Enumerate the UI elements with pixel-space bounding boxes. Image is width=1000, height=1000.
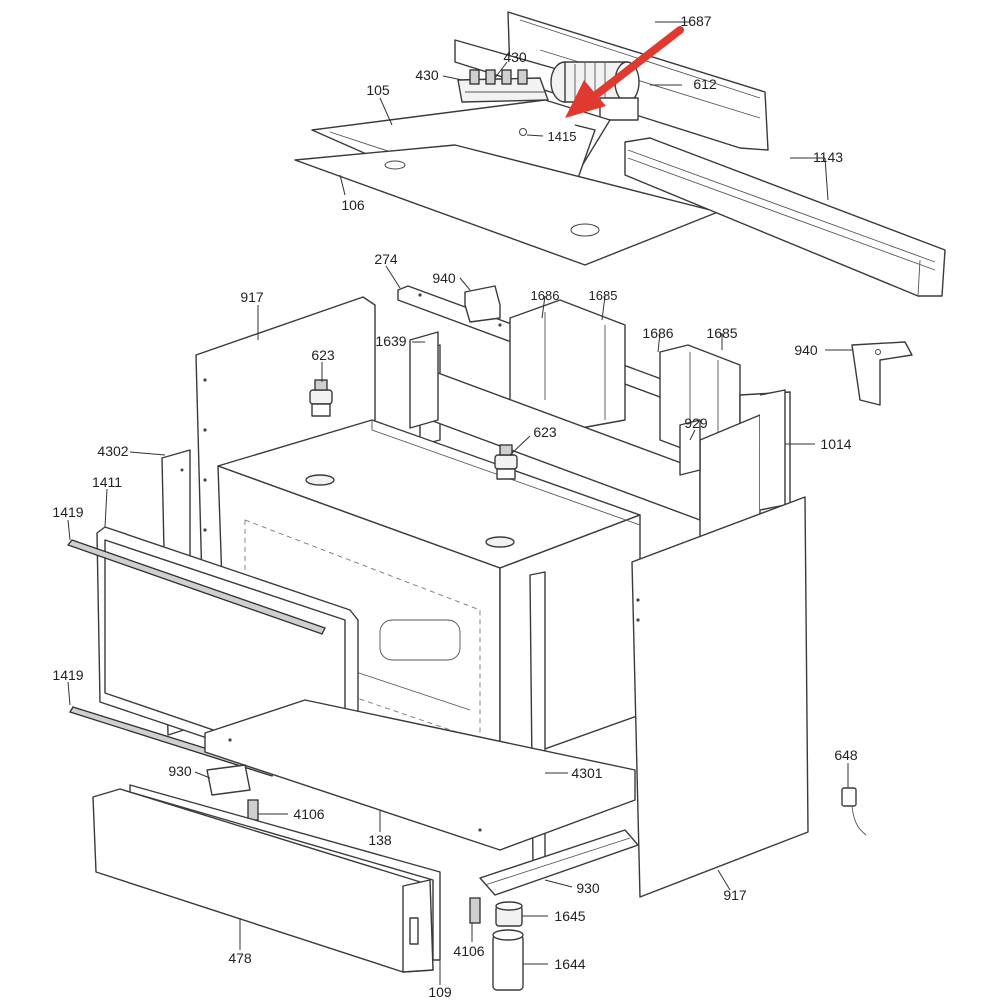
leader-lines — [67, 21, 852, 985]
part-917-right-side-panel — [631, 496, 809, 898]
callout-4106-left: 4106 — [293, 806, 324, 822]
callout-917-right: 917 — [723, 887, 747, 903]
callout-1685-right: 1685 — [706, 325, 737, 341]
part-930-slide-right — [479, 829, 639, 896]
callout-478: 478 — [228, 950, 252, 966]
part-930-slide-left — [206, 764, 251, 796]
callout-623-left: 623 — [311, 347, 335, 363]
callout-138: 138 — [368, 832, 392, 848]
callout-648: 648 — [834, 747, 858, 763]
callout-4301: 4301 — [571, 765, 602, 781]
callout-274: 274 — [374, 251, 398, 267]
callout-1644: 1644 — [554, 956, 585, 972]
part-1644-filter — [492, 929, 524, 991]
callout-430-top: 430 — [503, 49, 527, 65]
callout-1686-right: 1686 — [642, 325, 673, 341]
callout-940-right: 940 — [794, 342, 818, 358]
callout-1415: 1415 — [548, 129, 577, 144]
callout-1645: 1645 — [554, 908, 585, 924]
callout-1639: 1639 — [375, 333, 406, 349]
part-138-bottom-tray — [204, 699, 636, 851]
part-623-thermostat-right — [494, 444, 518, 480]
part-1143-trim-rail — [624, 137, 946, 297]
callout-4302: 4302 — [97, 443, 128, 459]
callout-1143: 1143 — [813, 149, 843, 165]
callout-929: 929 — [684, 415, 708, 431]
part-623-thermostat-left — [309, 379, 333, 417]
callout-930-left: 930 — [168, 763, 192, 779]
part-1419-strip-top — [66, 539, 326, 635]
callout-1686-top: 1686 — [531, 288, 560, 303]
part-648-power-cord — [841, 787, 867, 836]
part-1014-inner-side — [759, 389, 786, 511]
callout-917-left: 917 — [240, 289, 264, 305]
callout-labels: 1687 430 430 612 105 1415 1143 106 274 9… — [52, 13, 857, 1000]
part-929 — [679, 419, 701, 476]
callout-105: 105 — [366, 82, 390, 98]
callout-612: 612 — [693, 76, 717, 92]
part-109-bracket — [129, 784, 441, 961]
callout-930-right: 930 — [576, 880, 600, 896]
part-1645-filter-cap — [495, 901, 523, 927]
callout-940-top: 940 — [432, 270, 456, 286]
part-4106-clip-bottom — [469, 897, 481, 924]
callout-109: 109 — [428, 984, 452, 1000]
callout-1685-top: 1685 — [589, 288, 618, 303]
callout-106: 106 — [341, 197, 365, 213]
part-940-bracket-right — [851, 341, 913, 406]
part-4106-clip-left — [247, 799, 259, 821]
callout-1014: 1014 — [820, 436, 851, 452]
callout-4106-bottom: 4106 — [453, 943, 484, 959]
callout-1687: 1687 — [680, 13, 711, 29]
callout-1419-top: 1419 — [52, 504, 83, 520]
part-478-kick-panel — [92, 788, 434, 973]
callout-1419-bottom: 1419 — [52, 667, 83, 683]
callout-1411: 1411 — [92, 474, 122, 490]
pointer-arrow — [565, 26, 684, 118]
part-430-switches — [457, 69, 549, 103]
part-940-bracket-top — [464, 285, 501, 323]
part-1639-bracket — [409, 331, 439, 429]
callout-430-left: 430 — [415, 67, 439, 83]
callout-623-right: 623 — [533, 424, 557, 440]
